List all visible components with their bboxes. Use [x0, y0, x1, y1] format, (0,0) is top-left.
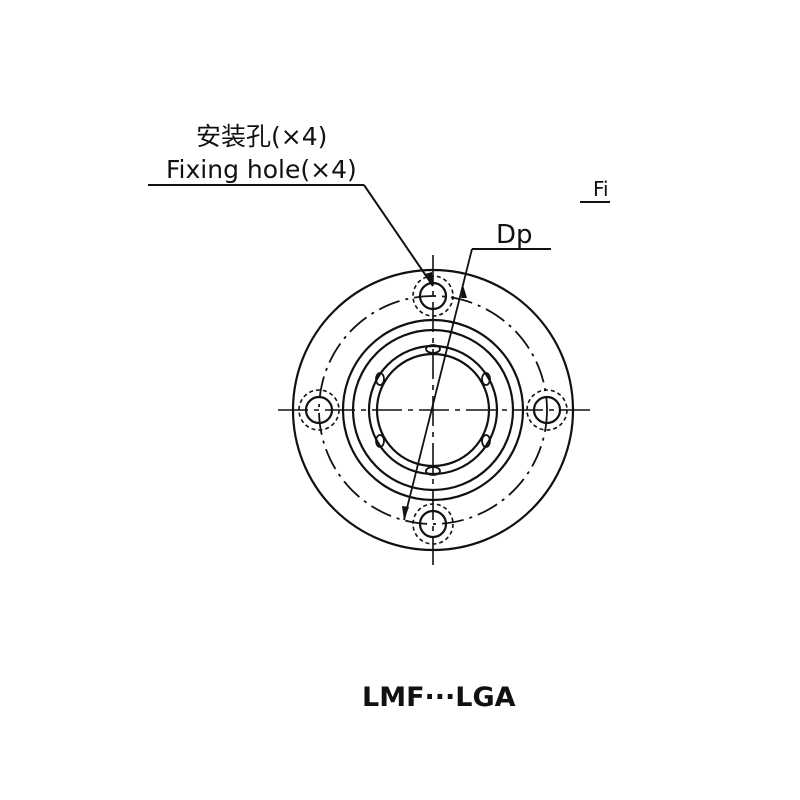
- fi-partial-label: Fi: [593, 177, 609, 201]
- dp-arrowhead-top: [461, 285, 467, 298]
- dp-arrowhead: [402, 506, 409, 520]
- center-lines: [278, 255, 590, 565]
- fixing-hole-en-label: Fixing hole(×4): [166, 155, 357, 184]
- ring-3: [367, 344, 499, 476]
- dp-label: Dp: [496, 220, 533, 250]
- fixing-hole-leader: [363, 184, 434, 287]
- dp-leader: [403, 248, 473, 521]
- model-label: LMF···LGA: [362, 682, 516, 713]
- leader-arrowhead: [425, 272, 433, 286]
- fixing-hole-cn-label: 安装孔(×4): [196, 122, 327, 151]
